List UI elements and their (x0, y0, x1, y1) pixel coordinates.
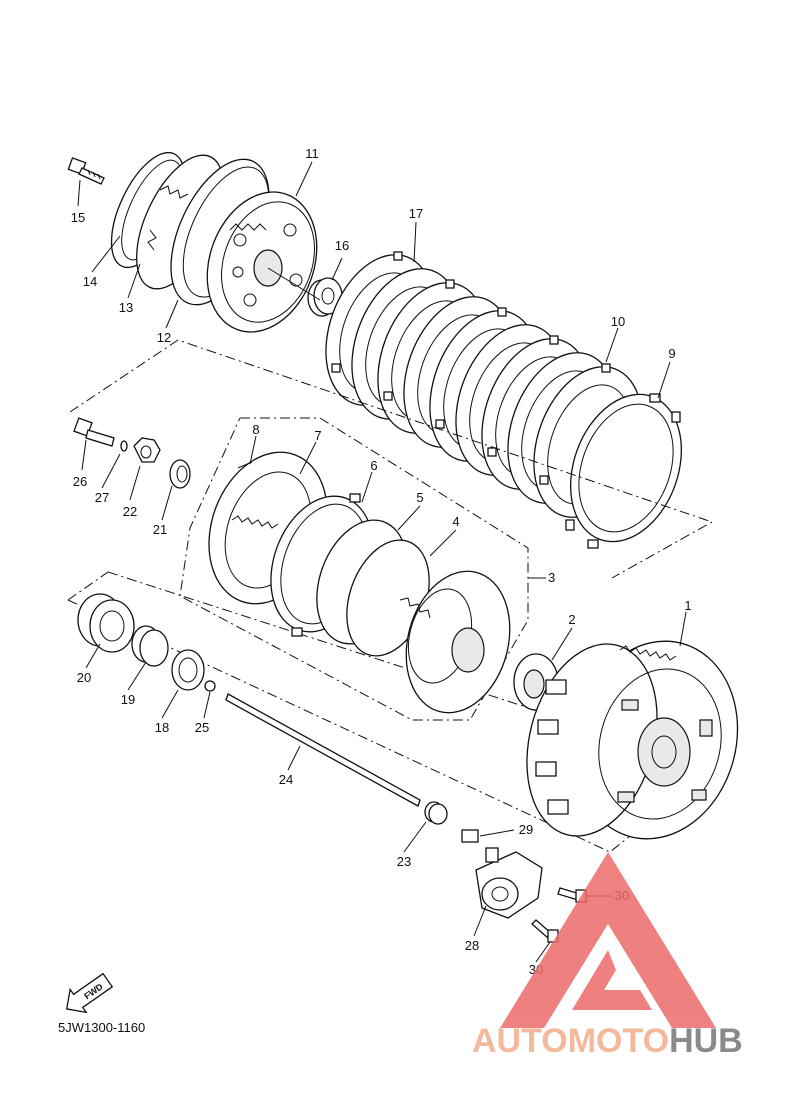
label-29: 29 (519, 822, 533, 837)
label-16: 16 (335, 238, 349, 253)
leader-lines (77, 161, 687, 963)
watermark-part1: AUTOMOTO (472, 1022, 669, 1060)
spring-8 (237, 461, 253, 469)
plate-9 (565, 393, 682, 549)
label-3: 3 (548, 570, 555, 585)
push-rod-24 (225, 693, 421, 807)
label-28: 28 (465, 938, 479, 953)
bolt-26 (73, 417, 115, 447)
washer-21 (169, 459, 191, 489)
label-23: 23 (397, 854, 411, 869)
label-26: 26 (73, 474, 87, 489)
ball-25 (204, 680, 216, 692)
pressure-plate-group (67, 151, 343, 333)
label-19: 19 (121, 692, 135, 707)
label-24: 24 (279, 772, 293, 787)
bearing-16 (307, 277, 343, 317)
washer-27 (120, 440, 128, 452)
label-11: 11 (305, 146, 319, 161)
pin-29 (461, 829, 479, 843)
clutch-boss-4 (346, 539, 511, 714)
fwd-arrow-icon: FWD (65, 972, 114, 1014)
collar-20 (77, 593, 135, 653)
label-13: 13 (119, 300, 133, 315)
label-27: 27 (95, 490, 109, 505)
label-6: 6 (370, 458, 377, 473)
bearing-19 (131, 625, 169, 667)
seal-18 (171, 649, 205, 691)
nut-22 (133, 437, 161, 463)
clutch-housing-1 (526, 640, 739, 840)
label-8: 8 (252, 422, 259, 437)
label-10: 10 (611, 314, 625, 329)
watermark-part2: HUB (669, 1022, 743, 1060)
bolt-15 (67, 157, 105, 185)
label-2: 2 (568, 612, 575, 627)
label-21: 21 (153, 522, 167, 537)
watermark-logo (500, 852, 716, 1028)
diagram-code: 5JW1300-1160 (58, 1020, 145, 1035)
label-4: 4 (452, 514, 459, 529)
label-12: 12 (157, 330, 171, 345)
pressure-plate-11 (206, 191, 318, 333)
label-15: 15 (71, 210, 85, 225)
bolt-30-lower (531, 919, 559, 943)
group-outline-upper (69, 339, 714, 579)
label-5: 5 (416, 490, 423, 505)
part-labels: 11 16 17 15 14 13 12 10 9 26 27 22 21 8 … (71, 146, 692, 977)
collar-23 (424, 801, 448, 825)
release-cylinder-28 (475, 847, 543, 919)
group-outline-3 (179, 417, 529, 721)
label-9: 9 (668, 346, 675, 361)
label-25: 25 (195, 720, 209, 735)
label-1: 1 (684, 598, 691, 613)
label-18: 18 (155, 720, 169, 735)
label-14: 14 (83, 274, 97, 289)
label-17: 17 (409, 206, 423, 221)
watermark-text: AUTOMOTOHUB (472, 1022, 743, 1060)
label-22: 22 (123, 504, 137, 519)
label-20: 20 (77, 670, 91, 685)
label-7: 7 (314, 428, 321, 443)
